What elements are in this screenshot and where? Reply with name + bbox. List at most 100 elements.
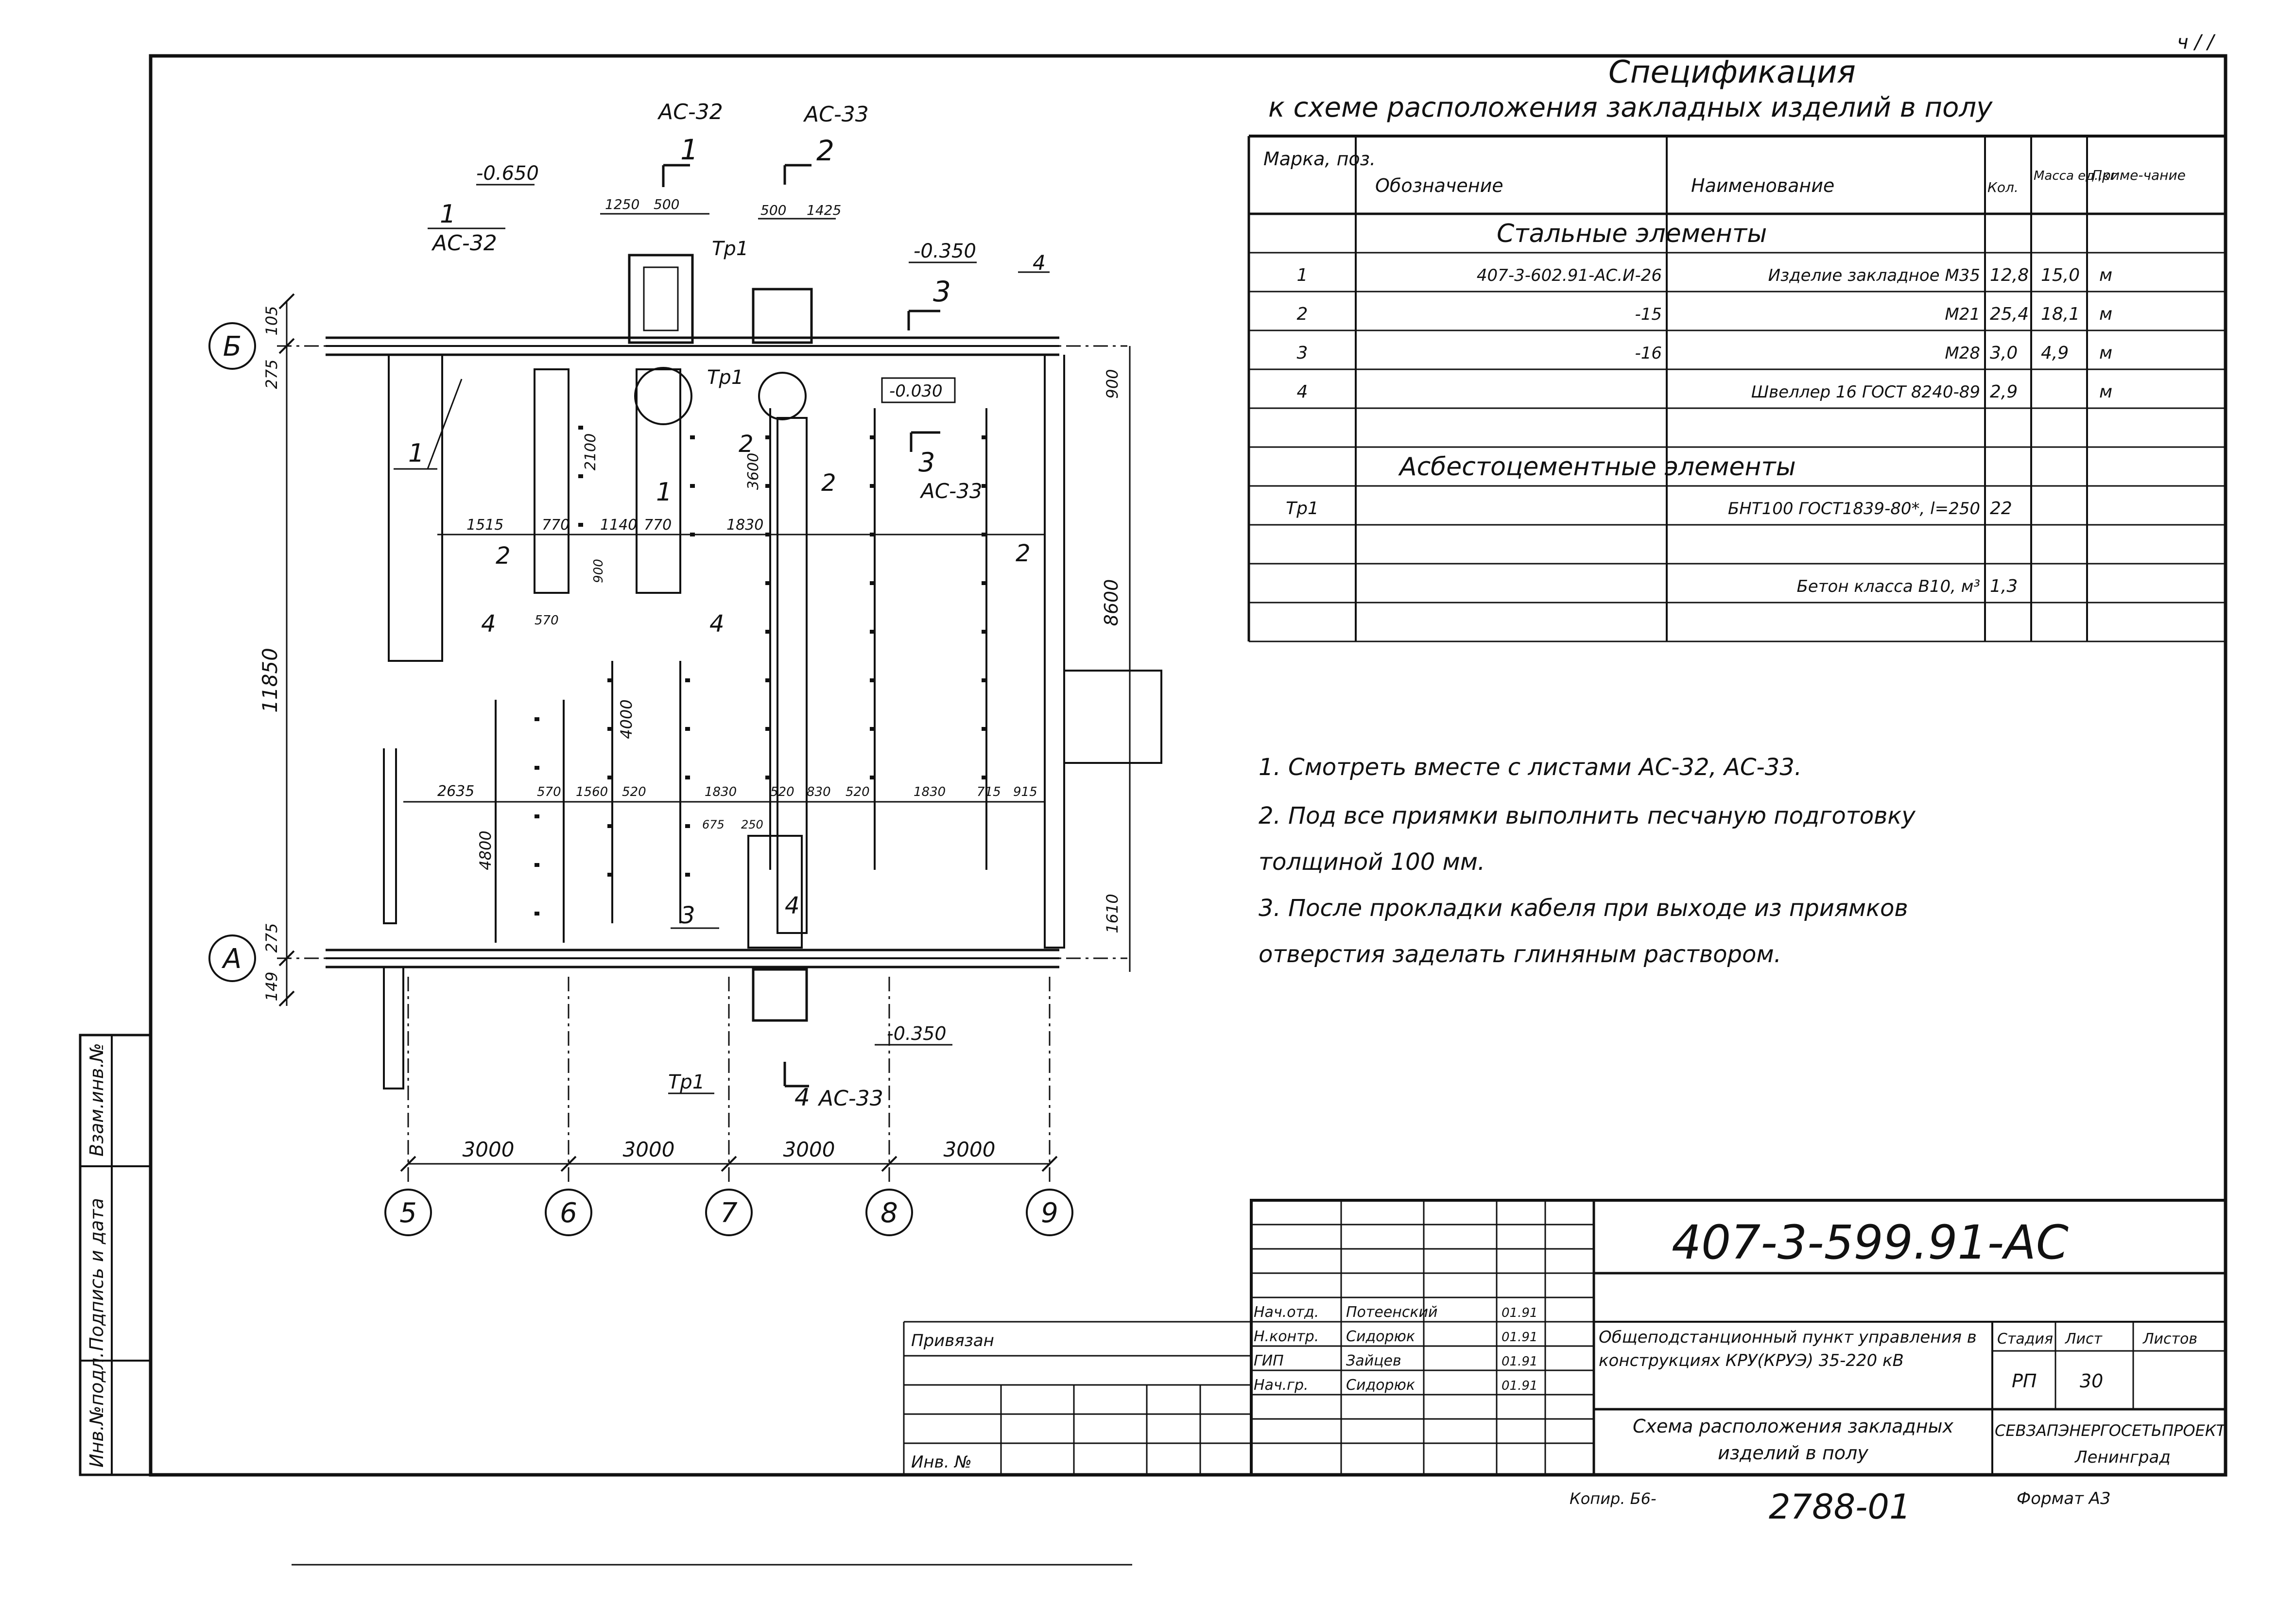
svg-text:500: 500 xyxy=(760,202,786,218)
svg-text:570: 570 xyxy=(535,613,559,628)
svg-text:2: 2 xyxy=(1016,540,1031,567)
svg-text:3600: 3600 xyxy=(745,453,762,490)
svg-text:1: 1 xyxy=(440,200,456,229)
spec-title: Спецификация xyxy=(1608,54,1856,90)
left-dim-275a: 275 xyxy=(262,359,281,389)
axis-lines xyxy=(277,345,1127,1186)
span-dim-1: 3000 xyxy=(463,1138,515,1161)
tb-sheet-v: 30 xyxy=(2080,1370,2103,1392)
spec-cell: 2 xyxy=(1297,304,1308,324)
spec-cell: М28 xyxy=(1945,344,1980,363)
trenches xyxy=(495,368,987,1022)
spec-cell: 15,0 xyxy=(2041,265,2080,285)
axis-bubble-B: Б xyxy=(208,322,256,370)
spec-cell: 2,9 xyxy=(1990,382,2018,402)
tb-inv: Инв. № xyxy=(911,1452,972,1472)
span-dim-4: 3000 xyxy=(944,1138,996,1161)
svg-text:830: 830 xyxy=(807,785,831,799)
right-dim-8600: 8600 xyxy=(1101,579,1122,626)
svg-text:900: 900 xyxy=(591,559,606,583)
svg-text:3: 3 xyxy=(918,447,935,478)
section-cut-3: 3 xyxy=(907,275,951,330)
top-right-mark: ч / / xyxy=(2177,31,2216,53)
svg-text:9: 9 xyxy=(1041,1197,1058,1229)
tb-date-2: 01.91 xyxy=(1502,1330,1537,1345)
floor-plan: Б А 5 6 7 8 9 3000 3000 3000 3000 xyxy=(208,100,1162,1236)
spec-cell: 18,1 xyxy=(2041,304,2080,324)
svg-text:1: 1 xyxy=(680,133,698,166)
right-dimensions: 900 8600 1610 xyxy=(1101,346,1131,972)
svg-text:5: 5 xyxy=(399,1197,417,1229)
svg-text:3: 3 xyxy=(933,275,951,308)
svg-text:1830: 1830 xyxy=(726,517,763,534)
spec-section-title: Стальные элементы xyxy=(1497,219,1767,248)
note-2-cont: толщиной 100 мм. xyxy=(1259,848,1485,876)
tb-code: 407-3-599.91-АС xyxy=(1672,1215,2069,1270)
svg-text:Тр1: Тр1 xyxy=(668,1071,705,1093)
spec-cell: 1,3 xyxy=(1990,576,2018,596)
spec-cell: м xyxy=(2099,265,2112,285)
spec-cell: -15 xyxy=(1635,305,1662,324)
spec-cell: 12,8 xyxy=(1990,265,2029,285)
svg-text:1830: 1830 xyxy=(914,785,946,799)
left-dimension-chain: 11850 105 275 275 149 xyxy=(258,293,295,1007)
spec-cell: 4 xyxy=(1297,382,1308,402)
tb-sheets-h: Листов xyxy=(2142,1331,2197,1348)
spec-cell: 3,0 xyxy=(1990,343,2018,363)
spec-cell: 3 xyxy=(1297,343,1308,363)
svg-text:1830: 1830 xyxy=(705,785,737,799)
section-cut-bottom: 4 АС-33 xyxy=(783,1062,883,1111)
top-dimensions: 1250 500 500 1425 xyxy=(600,196,841,220)
note-2: 2. Под все приямки выполнить песчаную по… xyxy=(1259,802,1916,829)
spec-cell: 1 xyxy=(1297,265,1308,285)
svg-text:520: 520 xyxy=(622,785,646,799)
spec-cell: м xyxy=(2099,304,2112,324)
svg-text:АС-33: АС-33 xyxy=(817,1086,883,1111)
spec-cell: Бетон класса В10, м³ xyxy=(1796,577,1980,596)
tb-date-3: 01.91 xyxy=(1502,1354,1537,1369)
format-label: Формат А3 xyxy=(2017,1489,2111,1508)
svg-text:Тр1: Тр1 xyxy=(712,238,748,260)
dimension-row-2: 2635 570 1560 520 1830 520 830 520 1830 … xyxy=(403,783,1045,803)
wall-left xyxy=(383,355,443,1089)
svg-text:570: 570 xyxy=(537,785,561,799)
span-dimension-line: 3000 3000 3000 3000 xyxy=(400,1138,1058,1172)
top-refs: АС-32 АС-33 xyxy=(657,100,869,127)
spec-cell: БНТ100 ГОСТ1839-80*, l=250 xyxy=(1728,499,1980,518)
spec-cell: 22 xyxy=(1990,499,2012,518)
right-dim-900: 900 xyxy=(1103,369,1122,398)
tb-applied: Привязан xyxy=(911,1331,994,1350)
axis-bubble-7: 7 xyxy=(705,1189,753,1236)
elevation-1: -0.650 xyxy=(476,162,539,185)
tb-city: Ленинград xyxy=(2074,1448,2171,1467)
note-1: 1. Смотреть вместе с листами АС-32, АС-3… xyxy=(1259,754,1802,781)
margin-label-replace: Взам.инв.№ xyxy=(86,1043,107,1157)
svg-text:915: 915 xyxy=(1013,785,1037,799)
svg-text:4800: 4800 xyxy=(476,830,495,870)
spec-header-designation: Обозначение xyxy=(1375,175,1503,196)
svg-text:А: А xyxy=(222,943,242,975)
svg-text:Тр1: Тр1 xyxy=(707,366,743,389)
title-block: 407-3-599.91-АС Привязан Инв. № Нач.отд.… xyxy=(903,1199,2227,1476)
left-dim-149: 149 xyxy=(262,971,281,1001)
svg-text:АС-32: АС-32 xyxy=(431,231,497,256)
spec-section-title: Асбестоцементные элементы xyxy=(1398,452,1796,482)
svg-text:2: 2 xyxy=(739,431,754,458)
tb-stage-h: Стадия xyxy=(1997,1331,2053,1348)
svg-text:1250: 1250 xyxy=(605,196,639,212)
spec-header-name: Наименование xyxy=(1691,175,1834,196)
svg-text:АС-33: АС-33 xyxy=(919,479,983,503)
left-dim-105: 105 xyxy=(262,306,281,335)
spec-cell: 4,9 xyxy=(2041,343,2069,363)
spec-cell: 25,4 xyxy=(1990,304,2029,324)
svg-text:4: 4 xyxy=(794,1083,810,1111)
svg-text:4: 4 xyxy=(1033,251,1046,275)
top-pit-1 xyxy=(628,254,807,425)
tb-role-2: Н.контр. xyxy=(1254,1328,1319,1345)
svg-text:1560: 1560 xyxy=(576,785,608,799)
left-margin-stamp: Инв.№подл. Подпись и дата Взам.инв.№ xyxy=(79,1034,152,1476)
svg-text:7: 7 xyxy=(720,1197,738,1229)
svg-text:1: 1 xyxy=(408,439,424,468)
axis-bubble-5: 5 xyxy=(384,1189,432,1236)
